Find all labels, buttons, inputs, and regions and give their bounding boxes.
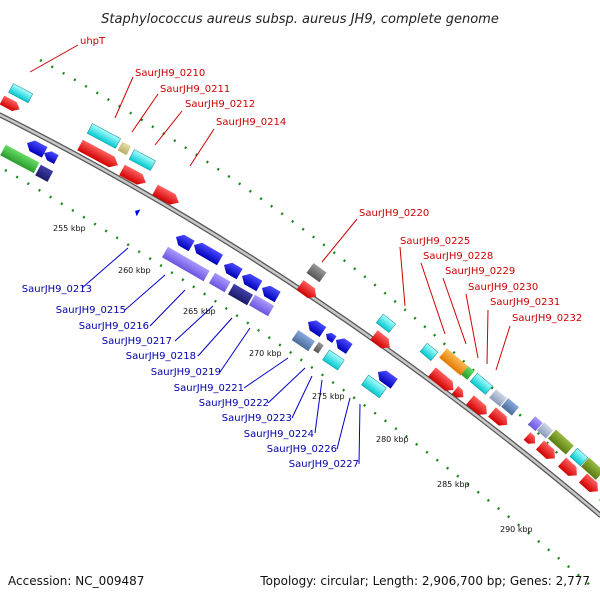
forward-gene-labels: uhpT SaurJH9_0210 SaurJH9_0211 SaurJH9_0… [80,36,582,324]
cds-feature[interactable] [221,260,243,280]
cds-feature[interactable] [439,348,469,376]
gene-label[interactable]: SaurJH9_0227 [289,459,359,470]
scale-label: 260 kbp [118,266,151,275]
cds-feature[interactable] [259,283,281,303]
gene-label[interactable]: SaurJH9_0219 [151,367,221,378]
gene-label[interactable]: SaurJH9_0212 [185,99,255,110]
scale-label: 285 kbp [437,480,470,489]
forward-strand-features [0,83,600,496]
gene-label[interactable]: SaurJH9_0217 [102,336,172,347]
cds-feature[interactable] [313,341,324,354]
cds-feature[interactable] [117,141,132,156]
gene-label[interactable]: SaurJH9_0230 [468,282,538,293]
gene-label[interactable]: SaurJH9_0228 [423,251,493,262]
scale-label: 255 kbp [53,224,86,233]
reverse-gene-labels: SaurJH9_0213 SaurJH9_0215 SaurJH9_0216 S… [22,284,359,470]
cds-feature[interactable] [152,184,181,208]
cds-feature[interactable] [333,335,353,354]
reverse-strand-features [0,138,398,399]
cds-feature[interactable] [0,144,40,174]
cds-feature[interactable] [488,407,511,429]
cds-feature[interactable] [419,342,439,361]
cds-feature[interactable] [578,473,600,496]
cds-feature[interactable] [580,457,600,480]
cds-feature[interactable] [536,422,554,439]
cds-feature[interactable] [361,374,387,399]
gene-label[interactable]: SaurJH9_0231 [490,297,560,308]
gene-label[interactable]: SaurJH9_0226 [267,444,337,455]
cds-feature[interactable] [535,440,559,463]
cds-feature[interactable] [8,83,34,104]
cds-feature[interactable] [322,349,345,371]
gene-label[interactable]: SaurJH9_0211 [160,84,230,95]
cds-feature[interactable] [324,331,337,343]
cds-feature[interactable] [173,232,195,252]
cds-feature[interactable] [469,372,493,395]
gene-label[interactable]: SaurJH9_0223 [222,413,292,424]
cds-feature[interactable] [428,367,457,394]
cds-feature[interactable] [569,447,589,467]
scale-label: 290 kbp [500,525,533,534]
gene-label[interactable]: SaurJH9_0224 [244,429,314,440]
cds-feature[interactable] [191,240,223,266]
cds-feature[interactable] [305,317,327,338]
scale-labels: 255 kbp 260 kbp 265 kbp 270 kbp 275 kbp … [53,224,533,534]
cds-feature[interactable] [162,246,210,282]
cds-feature[interactable] [119,164,148,188]
cds-feature[interactable] [0,95,22,114]
cds-feature[interactable] [228,283,254,306]
cds-feature[interactable] [527,416,543,432]
cds-feature[interactable] [128,149,156,171]
gene-label[interactable]: SaurJH9_0210 [135,68,205,79]
gene-label[interactable]: SaurJH9_0222 [199,398,269,409]
scale-label: 265 kbp [183,307,216,316]
inner-dot-track [4,168,591,586]
cds-feature[interactable] [133,207,141,217]
map-title: Staphylococcus aureus subsp. aureus JH9,… [101,12,499,27]
cds-feature[interactable] [374,367,398,389]
gene-label[interactable]: SaurJH9_0216 [79,321,149,332]
cds-feature[interactable] [35,164,54,182]
accession-text: Accession: NC_009487 [8,574,144,588]
topology-text: Topology: circular; Length: 2,906,700 bp… [259,574,590,588]
cds-feature[interactable] [291,330,315,352]
cds-feature[interactable] [557,457,581,480]
cds-feature[interactable] [466,395,491,418]
gene-label[interactable]: SaurJH9_0232 [512,313,582,324]
scale-label: 270 kbp [249,349,282,358]
gene-label[interactable]: SaurJH9_0215 [56,305,126,316]
cds-feature[interactable] [489,389,507,407]
cds-feature[interactable] [501,398,519,416]
cds-feature[interactable] [249,294,275,317]
gene-label[interactable]: uhpT [80,36,106,47]
cds-feature[interactable] [306,263,327,283]
cds-feature[interactable] [461,366,475,380]
cds-feature[interactable] [375,313,397,333]
cds-feature[interactable] [24,138,48,158]
gene-label[interactable]: SaurJH9_0218 [126,351,196,362]
gene-label[interactable]: SaurJH9_0220 [359,208,429,219]
cds-feature[interactable] [370,330,393,352]
cds-feature[interactable] [523,432,539,447]
scale-label: 275 kbp [312,392,345,401]
cds-feature[interactable] [547,429,574,455]
leader-lines [29,44,511,465]
cds-feature[interactable] [296,280,319,301]
cds-feature[interactable] [209,272,231,293]
scale-label: 280 kbp [376,435,409,444]
cds-feature[interactable] [77,139,121,171]
gene-label[interactable]: SaurJH9_0213 [22,284,92,295]
gene-label[interactable]: SaurJH9_0221 [174,383,244,394]
gene-label[interactable]: SaurJH9_0225 [400,236,470,247]
cds-feature[interactable] [239,271,263,292]
cds-feature[interactable] [42,149,59,164]
gene-label[interactable]: SaurJH9_0214 [216,117,286,128]
gene-label[interactable]: SaurJH9_0229 [445,266,515,277]
cds-feature[interactable] [86,123,121,149]
cds-feature[interactable] [451,386,467,401]
